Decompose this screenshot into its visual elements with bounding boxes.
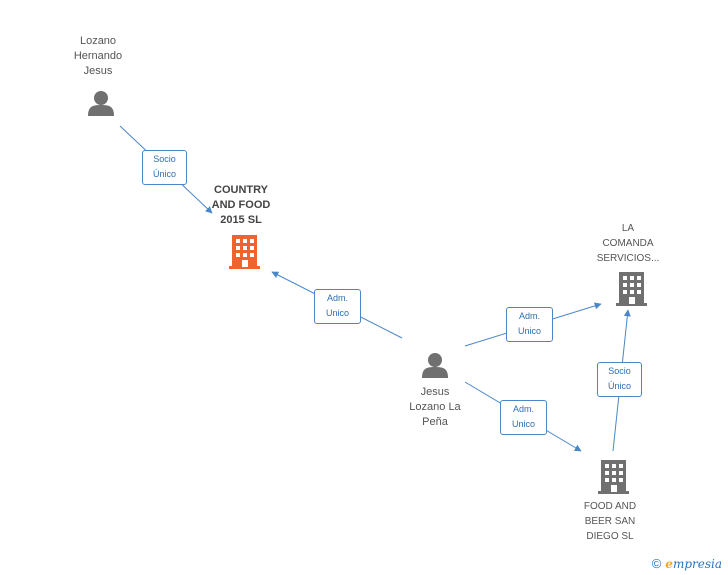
person-icon[interactable] [422,353,448,378]
edge-label-adm-unico: Adm. Unico [314,289,361,324]
edge-label-socio-unico: Socio Único [597,362,642,397]
copyright-symbol: © [651,556,662,571]
edge-label-socio-unico: Socio Único [142,150,187,185]
node-label-lozano-hernando[interactable]: Lozano Hernando Jesus [73,35,123,77]
building-icon-main[interactable] [229,235,260,269]
edge-label-adm-unico: Adm. Unico [506,307,553,342]
empresia-logo[interactable]: empresia [665,556,722,571]
building-icon[interactable] [598,460,629,494]
footer-brand: © empresia [652,556,722,571]
node-label-jesus-lozano[interactable]: Jesus Lozano La Peña [409,386,461,428]
edge-label-adm-unico: Adm. Unico [500,400,547,435]
node-label-food-and-beer[interactable]: FOOD AND BEER SAN DIEGO SL [583,501,637,542]
node-label-country-and-food[interactable]: COUNTRY AND FOOD 2015 SL [211,184,271,226]
person-icon[interactable] [88,91,114,116]
node-label-la-comanda[interactable]: LA COMANDA SERVICIOS... [596,223,660,264]
building-icon[interactable] [616,272,647,306]
